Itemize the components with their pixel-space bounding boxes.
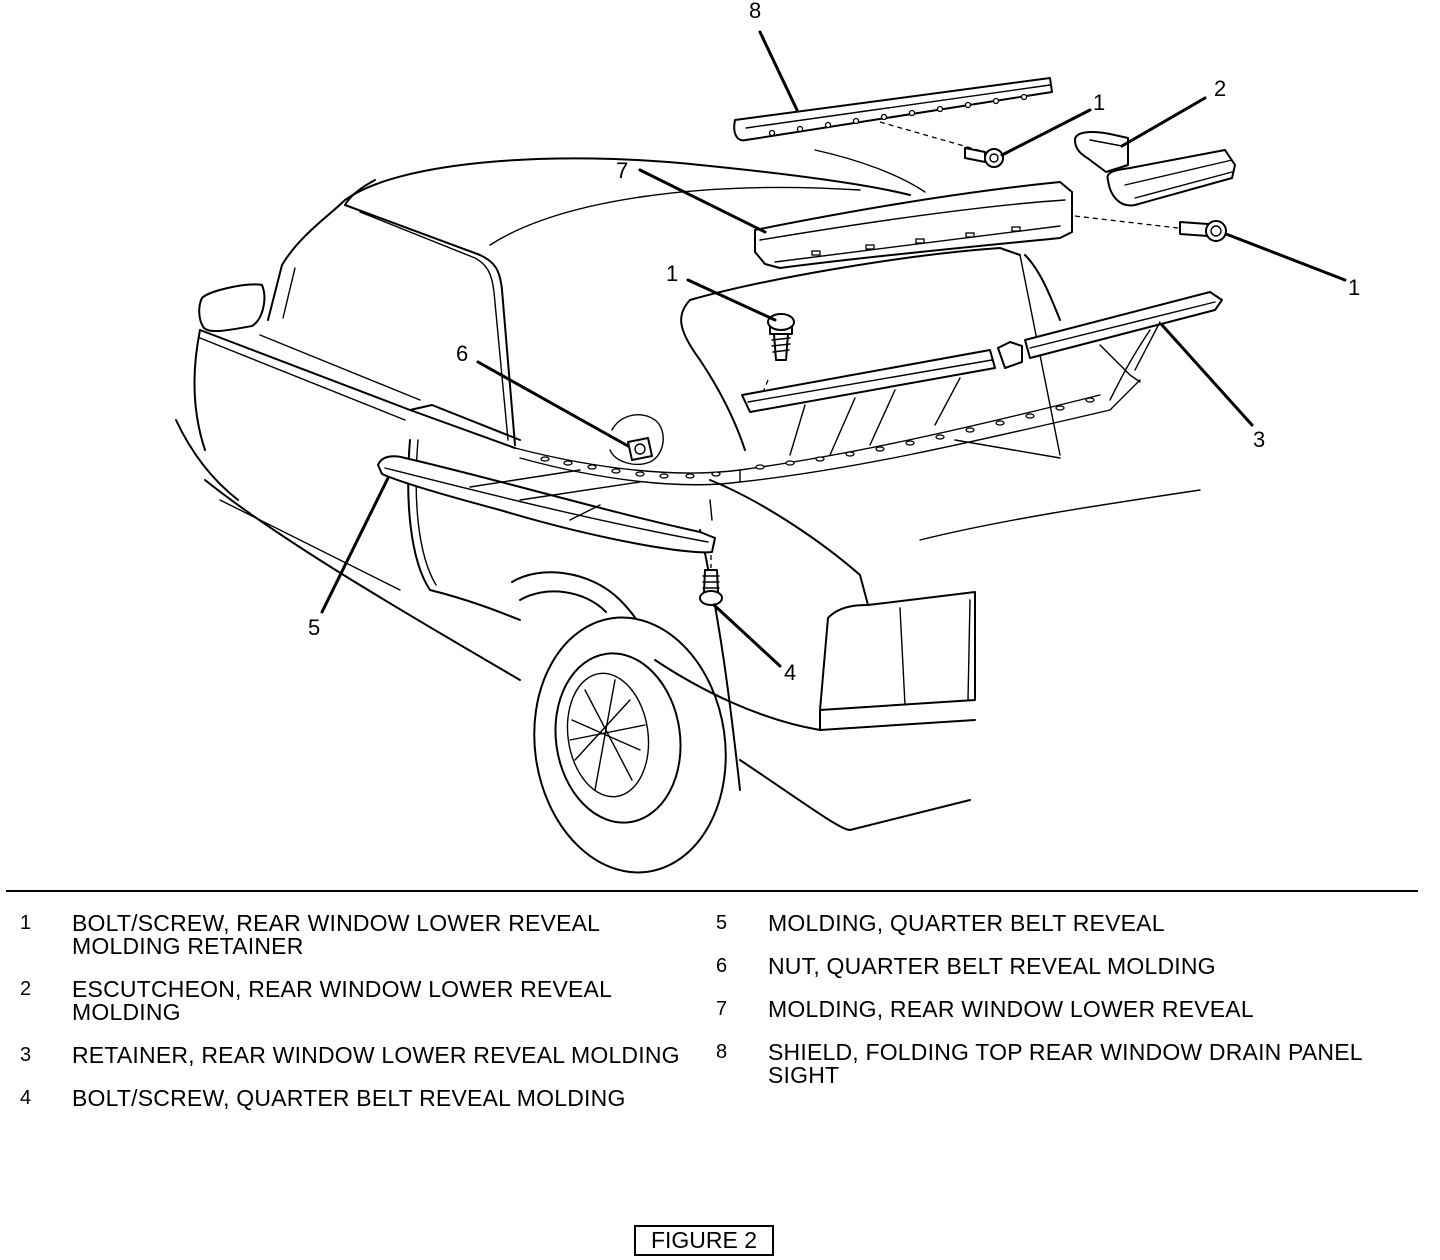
legend-item: 8 SHIELD, FOLDING TOP REAR WINDOW DRAIN …	[716, 1041, 1416, 1087]
legend-description: NUT, QUARTER BELT REVEAL MOLDING	[768, 953, 1216, 979]
car-rear-illustration: 8 1 2 7 1 1 3 6 5 4	[175, 0, 1360, 874]
legend-left-column: 1 BOLT/SCREW, REAR WINDOW LOWER REVEAL M…	[20, 912, 680, 1130]
part-8-shield	[733, 77, 1053, 153]
part-1-bolt-right	[1065, 214, 1227, 242]
legend-item: 1 BOLT/SCREW, REAR WINDOW LOWER REVEAL M…	[20, 912, 680, 958]
legend-number: 3	[20, 1044, 32, 1066]
legend-item: 5 MOLDING, QUARTER BELT REVEAL	[716, 912, 1416, 935]
legend-number: 4	[20, 1087, 32, 1109]
part-2-escutcheon	[1074, 131, 1236, 207]
legend-description: BOLT/SCREW, QUARTER BELT REVEAL MOLDING	[72, 1085, 626, 1111]
callout-1-right: 1	[1348, 275, 1360, 300]
legend-description: MOLDING, REAR WINDOW LOWER REVEAL	[768, 996, 1254, 1022]
legend-number: 2	[20, 978, 32, 1000]
callout-4: 4	[784, 660, 796, 685]
part-3-retainer	[741, 291, 1223, 456]
leader-lines	[320, 30, 1347, 668]
part-4-bolt	[699, 555, 723, 606]
legend-description: SHIELD, FOLDING TOP REAR WINDOW DRAIN PA…	[768, 1039, 1362, 1088]
car-body	[175, 149, 1201, 874]
callout-5: 5	[308, 615, 320, 640]
callout-7: 7	[616, 158, 628, 183]
figure-label: FIGURE 2	[634, 1225, 774, 1256]
legend-description: RETAINER, REAR WINDOW LOWER REVEAL MOLDI…	[72, 1042, 680, 1068]
legend-item: 6 NUT, QUARTER BELT REVEAL MOLDING	[716, 955, 1416, 978]
legend-right-column: 5 MOLDING, QUARTER BELT REVEAL 6 NUT, QU…	[716, 912, 1416, 1107]
callout-1-center: 1	[666, 261, 678, 286]
exploded-parts-diagram: 8 1 2 7 1 1 3 6 5 4	[175, 0, 1360, 874]
part-5-molding	[377, 455, 716, 554]
legend-description: MOLDING, QUARTER BELT REVEAL	[768, 910, 1165, 936]
legend-description: ESCUTCHEON, REAR WINDOW LOWER REVEAL MOL…	[72, 976, 612, 1025]
legend-description: BOLT/SCREW, REAR WINDOW LOWER REVEAL MOL…	[72, 910, 600, 959]
legend-item: 2 ESCUTCHEON, REAR WINDOW LOWER REVEAL M…	[20, 978, 680, 1024]
part-6-nut	[609, 414, 664, 466]
legend-number: 1	[20, 912, 32, 934]
callout-1-upper: 1	[1093, 90, 1105, 115]
part-1-bolt-center	[759, 313, 795, 401]
callout-3: 3	[1253, 427, 1265, 452]
legend-item: 4 BOLT/SCREW, QUARTER BELT REVEAL MOLDIN…	[20, 1087, 680, 1110]
callout-8: 8	[749, 0, 761, 23]
legend-divider	[6, 890, 1418, 892]
callout-2: 2	[1214, 76, 1226, 101]
part-7-molding	[754, 181, 1073, 269]
legend-number: 6	[716, 955, 728, 977]
legend-item: 7 MOLDING, REAR WINDOW LOWER REVEAL	[716, 998, 1416, 1021]
legend-number: 7	[716, 998, 728, 1020]
callout-labels: 8 1 2 7 1 1 3 6 5 4	[308, 0, 1360, 685]
legend-number: 8	[716, 1041, 728, 1063]
legend-number: 5	[716, 912, 728, 934]
callout-6: 6	[456, 341, 468, 366]
legend-item: 3 RETAINER, REAR WINDOW LOWER REVEAL MOL…	[20, 1044, 680, 1067]
flange-holes	[540, 397, 1095, 479]
part-1-bolt-upper	[964, 147, 1004, 168]
